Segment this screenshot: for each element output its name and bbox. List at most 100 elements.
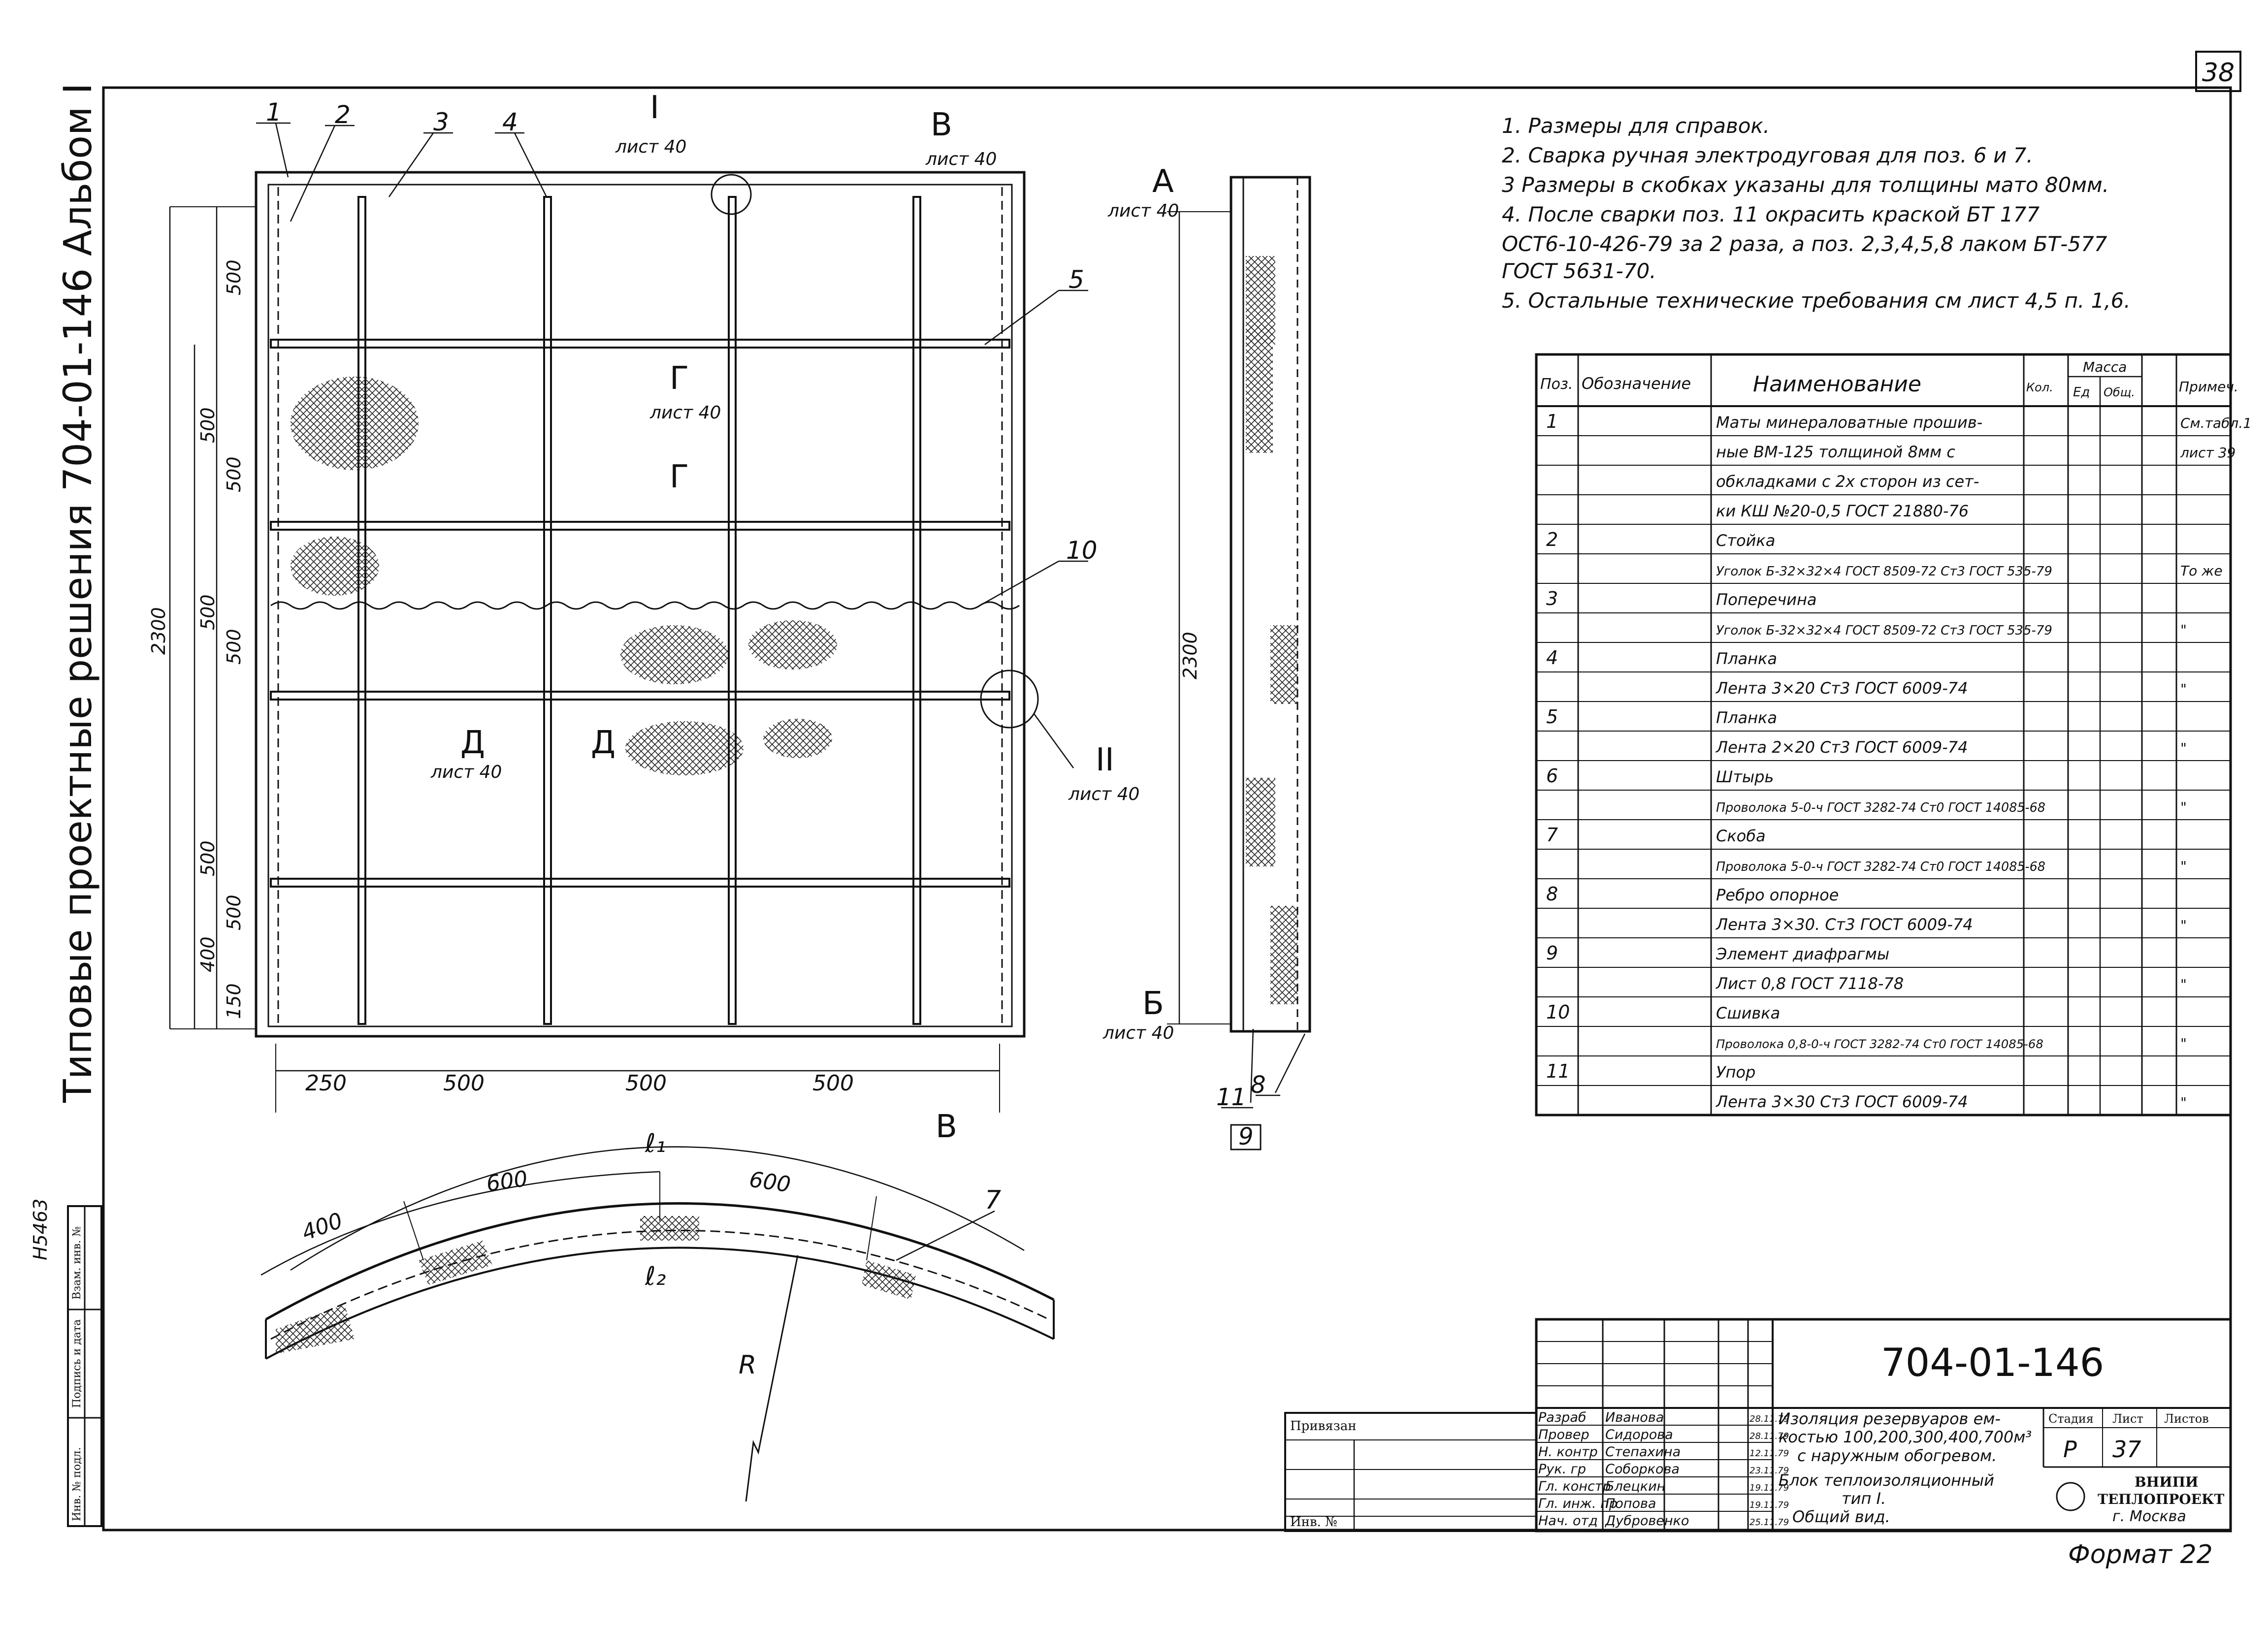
spec-row: Лента 3×20 Ст3 ГОСТ 6009-74" xyxy=(1716,679,2187,698)
arc-view xyxy=(260,1146,1055,1502)
role-name: Соборкова xyxy=(1605,1462,1680,1477)
role-label: Гл. инж. пр xyxy=(1538,1496,1618,1511)
sheet-ref-I: лист 40 xyxy=(615,137,686,157)
right-dim-3: 500 xyxy=(223,894,245,930)
spec-header-note: Примеч. xyxy=(2179,379,2238,395)
pos-label-1: 1 xyxy=(266,98,282,127)
spec-name: Лист 0,8 ГОСТ 7118-78 xyxy=(1716,974,1904,993)
spec-row: Проволока 0,8-0-ч ГОСТ 3282-74 Ст0 ГОСТ … xyxy=(1716,1035,2187,1052)
role-label: Рук. гр xyxy=(1538,1462,1586,1477)
title-line-3: с наружным обогревом. xyxy=(1797,1446,1997,1465)
side-inv-number: H5463 xyxy=(30,1199,51,1260)
sheet-ref-B: лист 40 xyxy=(925,149,997,169)
spec-name: Проволока 0,8-0-ч ГОСТ 3282-74 Ст0 ГОСТ … xyxy=(1716,1037,2043,1051)
spec-row: ки КШ №20-0,5 ГОСТ 21880-76 xyxy=(1716,502,1969,520)
side-pos-11: 11 xyxy=(1216,1084,1246,1111)
spec-header-qty: Кол. xyxy=(2026,381,2053,394)
role-name: Дубровенко xyxy=(1605,1513,1689,1529)
front-view xyxy=(169,122,1088,1113)
arc-pos-7: 7 xyxy=(985,1185,1001,1215)
spec-note: См.табл.1 xyxy=(2180,415,2252,431)
left-dim-3: 500 xyxy=(197,594,219,630)
spec-name: Планка xyxy=(1716,708,1777,727)
sheet-ref-II: лист 40 xyxy=(1068,784,1139,804)
section-A-label: А xyxy=(1152,163,1174,200)
spec-row: Проволока 5-0-ч ГОСТ 3282-74 Ст0 ГОСТ 14… xyxy=(1716,799,2187,815)
role-label: Гл. констр xyxy=(1538,1479,1611,1494)
section-II-label: II xyxy=(1096,742,1114,778)
sheets-label: Листов xyxy=(2164,1412,2209,1426)
title-line-4: Блок теплоизоляционный xyxy=(1779,1471,1994,1490)
notes-block: 1. Размеры для справок. 2. Сварка ручная… xyxy=(1502,114,2131,313)
spec-row: Уголок Б-32×32×4 ГОСТ 8509-72 Ст3 ГОСТ 5… xyxy=(1716,563,2223,579)
spec-note: " xyxy=(2180,740,2187,756)
role-date: 19.11.79 xyxy=(1750,1500,1789,1510)
role-date: 25.11.79 xyxy=(1750,1517,1789,1528)
spec-note: " xyxy=(2180,1094,2187,1111)
org-line3: г. Москва xyxy=(2112,1508,2186,1525)
spec-header-mass_unit: Ед xyxy=(2073,385,2090,400)
spec-pos: 6 xyxy=(1546,765,1558,787)
spec-name: Скоба xyxy=(1716,827,1766,845)
spec-row: 8 Ребро опорное xyxy=(1546,883,1839,905)
stage-label: Стадия xyxy=(2048,1412,2094,1426)
spec-pos: 1 xyxy=(1546,411,1558,432)
side-pos-9: 9 xyxy=(1238,1123,1254,1150)
right-dim-2: 500 xyxy=(223,629,245,665)
spec-name: ные ВМ-125 толщиной 8мм с xyxy=(1716,443,1955,461)
role-label: Разраб xyxy=(1538,1410,1587,1425)
role-label: Нач. отд xyxy=(1538,1513,1598,1529)
spec-pos: 5 xyxy=(1546,706,1558,728)
spec-name: Лента 3×30. Ст3 ГОСТ 6009-74 xyxy=(1716,915,1973,934)
spec-name: Лента 2×20 Ст3 ГОСТ 6009-74 xyxy=(1716,738,1968,757)
right-dim-1: 500 xyxy=(223,456,245,492)
spec-note: " xyxy=(2180,799,2187,815)
role-name: Блецкин xyxy=(1605,1479,1665,1494)
spec-pos: 8 xyxy=(1546,883,1558,905)
inv-label: Инв. № xyxy=(1290,1515,1337,1530)
note-1: 1. Размеры для справок. xyxy=(1502,114,1770,138)
org-line2: ТЕПЛОПРОЕКТ xyxy=(2098,1491,2224,1507)
role-date: 28.11.79 xyxy=(1750,1414,1789,1424)
note-5: ОСТ6-10-426-79 за 2 раза, а поз. 2,3,4,5… xyxy=(1502,232,2107,256)
role-name: Попова xyxy=(1605,1496,1656,1511)
spec-note: " xyxy=(2180,917,2187,933)
arc-radius-label: R xyxy=(739,1350,756,1380)
spec-row: 5 Планка xyxy=(1546,706,1777,728)
role-date: 28.11.79 xyxy=(1750,1431,1789,1441)
role-date: 19.11.79 xyxy=(1750,1483,1789,1493)
section-B-bottom-label: В xyxy=(936,1109,957,1145)
section-Bsh-label: Б xyxy=(1142,986,1164,1022)
role-label: Н. контр xyxy=(1538,1444,1598,1460)
role-name: Сидорова xyxy=(1605,1427,1673,1442)
spec-row: Лист 0,8 ГОСТ 7118-78 " xyxy=(1716,974,2187,993)
overall-height-dim: 2300 xyxy=(148,607,169,655)
left-dim-6: 150 xyxy=(223,983,245,1019)
spec-note: лист 39 xyxy=(2180,445,2236,461)
title-line-2: костью 100,200,300,400,700м³ xyxy=(1779,1428,2032,1446)
spec-note: " xyxy=(2180,976,2187,992)
spec-name: Уголок Б-32×32×4 ГОСТ 8509-72 Ст3 ГОСТ 5… xyxy=(1716,564,2052,579)
spec-row: Лента 3×30 Ст3 ГОСТ 6009-74" xyxy=(1716,1092,2187,1111)
spec-row: обкладками с 2х сторон из сет- xyxy=(1716,472,1979,491)
spec-name: Элемент диафрагмы xyxy=(1716,945,1889,963)
pos-label-3: 3 xyxy=(433,108,449,136)
note-2: 2. Сварка ручная электродуговая для поз.… xyxy=(1502,143,2033,167)
doc-code: 704-01-146 xyxy=(1881,1341,2104,1385)
spec-name: ки КШ №20-0,5 ГОСТ 21880-76 xyxy=(1716,502,1969,520)
spec-name: Планка xyxy=(1716,649,1777,668)
arc-l2-label: ℓ₂ xyxy=(645,1262,666,1291)
spec-header-mass_total: Общ. xyxy=(2104,385,2135,399)
spec-pos: 4 xyxy=(1546,647,1558,669)
title-line-6: Общий вид. xyxy=(1792,1507,1890,1526)
pos-label-10: 10 xyxy=(1066,536,1098,565)
role-name: Иванова xyxy=(1605,1410,1664,1425)
spec-header-mass: Масса xyxy=(2083,359,2127,375)
spec-name: Упор xyxy=(1716,1063,1755,1082)
spec-note: " xyxy=(2180,858,2187,874)
spec-name: Ребро опорное xyxy=(1716,886,1839,904)
